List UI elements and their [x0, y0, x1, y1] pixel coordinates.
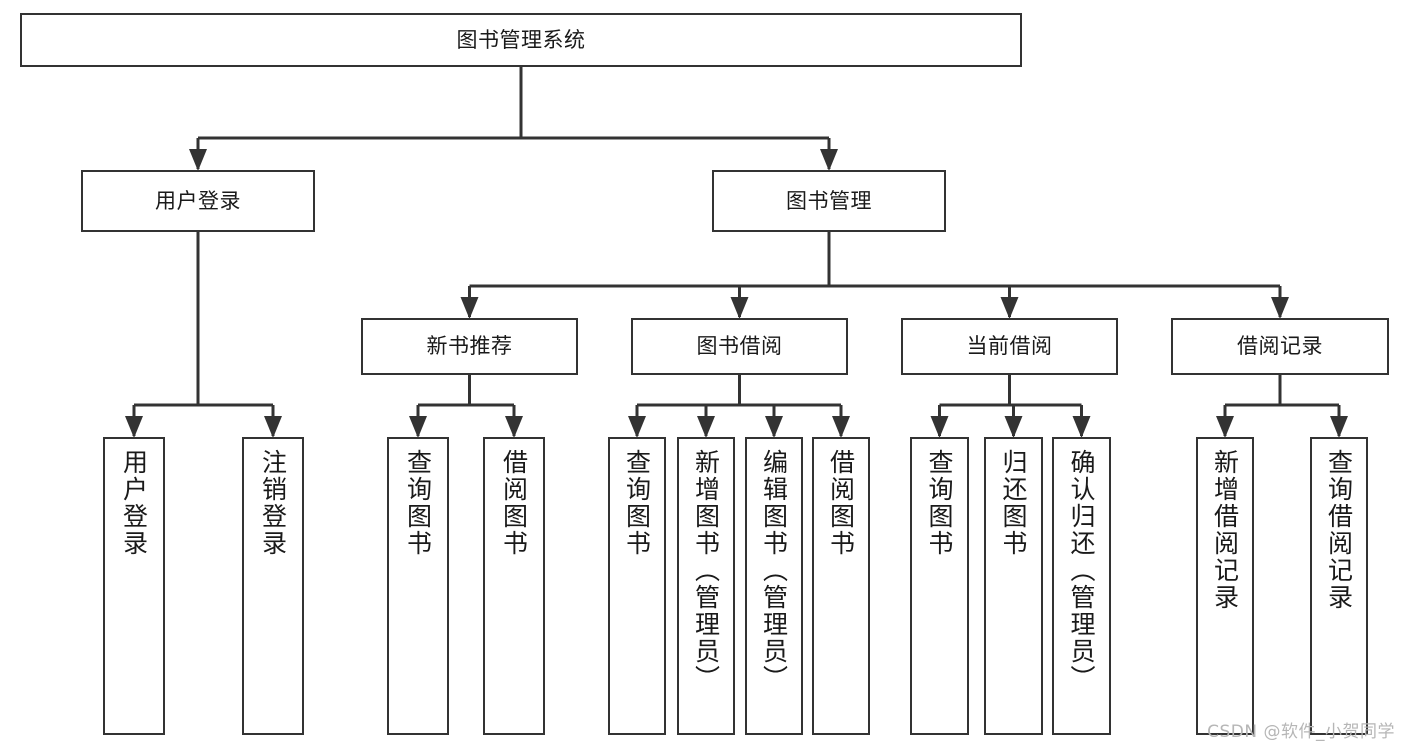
- arrow-head-icon: [765, 416, 783, 438]
- node-label: 图书借阅: [696, 334, 783, 359]
- node-login[interactable]: 用户登录: [81, 170, 315, 232]
- node-leaf3[interactable]: 查询图书: [387, 437, 449, 735]
- arrow-head-icon: [930, 416, 949, 438]
- node-label: 借阅图书: [499, 449, 529, 557]
- node-leaf9[interactable]: 查询图书: [910, 437, 969, 735]
- node-root[interactable]: 图书管理系统: [20, 13, 1022, 67]
- node-label: 编辑图书（管理员）: [759, 449, 789, 692]
- arrow-head-icon: [125, 416, 143, 438]
- node-borrow[interactable]: 图书借阅: [631, 318, 848, 375]
- arrow-head-icon: [1216, 416, 1234, 438]
- node-label: 借阅图书: [826, 449, 856, 557]
- node-current[interactable]: 当前借阅: [901, 318, 1118, 375]
- arrow-head-icon: [1072, 416, 1091, 438]
- node-label: 归还图书: [999, 449, 1028, 557]
- arrow-head-icon: [264, 416, 282, 438]
- node-label: 新增借阅记录: [1210, 449, 1240, 611]
- node-records[interactable]: 借阅记录: [1171, 318, 1389, 375]
- arrow-head-icon: [730, 297, 749, 319]
- node-label: 查询图书: [622, 449, 652, 557]
- node-label: 查询图书: [925, 449, 954, 557]
- node-label: 用户登录: [155, 188, 241, 213]
- node-label: 图书管理: [786, 188, 872, 213]
- arrow-head-icon: [628, 416, 646, 438]
- node-label: 当前借阅: [966, 334, 1053, 359]
- node-label: 图书管理系统: [456, 27, 586, 52]
- node-label: 新书推荐: [426, 334, 513, 359]
- node-leaf5[interactable]: 查询图书: [608, 437, 666, 735]
- node-leaf10[interactable]: 归还图书: [984, 437, 1043, 735]
- node-newbook[interactable]: 新书推荐: [361, 318, 578, 375]
- arrow-head-icon: [832, 416, 850, 438]
- arrow-head-icon: [505, 416, 523, 438]
- arrow-head-icon: [1000, 297, 1019, 319]
- node-label: 借阅记录: [1237, 334, 1323, 359]
- node-leaf6[interactable]: 新增图书（管理员）: [677, 437, 735, 735]
- node-leaf11[interactable]: 确认归还（管理员）: [1052, 437, 1111, 735]
- node-leaf7[interactable]: 编辑图书（管理员）: [745, 437, 803, 735]
- node-label: 确认归还（管理员）: [1067, 449, 1096, 692]
- node-leaf13[interactable]: 查询借阅记录: [1310, 437, 1368, 735]
- arrow-head-icon: [1004, 416, 1023, 438]
- node-leaf4[interactable]: 借阅图书: [483, 437, 545, 735]
- arrow-head-icon: [820, 149, 838, 171]
- node-leaf12[interactable]: 新增借阅记录: [1196, 437, 1254, 735]
- arrow-head-icon: [1271, 297, 1289, 319]
- arrow-head-icon: [409, 416, 427, 438]
- arrow-head-icon: [697, 416, 715, 438]
- arrow-head-icon: [189, 149, 207, 171]
- arrow-head-icon: [1330, 416, 1348, 438]
- node-leaf1[interactable]: 用户登录: [103, 437, 165, 735]
- node-label: 查询图书: [403, 449, 433, 557]
- node-label: 用户登录: [119, 449, 149, 557]
- node-label: 查询借阅记录: [1324, 449, 1354, 611]
- node-leaf8[interactable]: 借阅图书: [812, 437, 870, 735]
- node-label: 注销登录: [258, 449, 288, 557]
- node-label: 新增图书（管理员）: [691, 449, 721, 692]
- arrow-head-icon: [460, 297, 479, 319]
- node-leaf2[interactable]: 注销登录: [242, 437, 304, 735]
- node-bookmgmt[interactable]: 图书管理: [712, 170, 946, 232]
